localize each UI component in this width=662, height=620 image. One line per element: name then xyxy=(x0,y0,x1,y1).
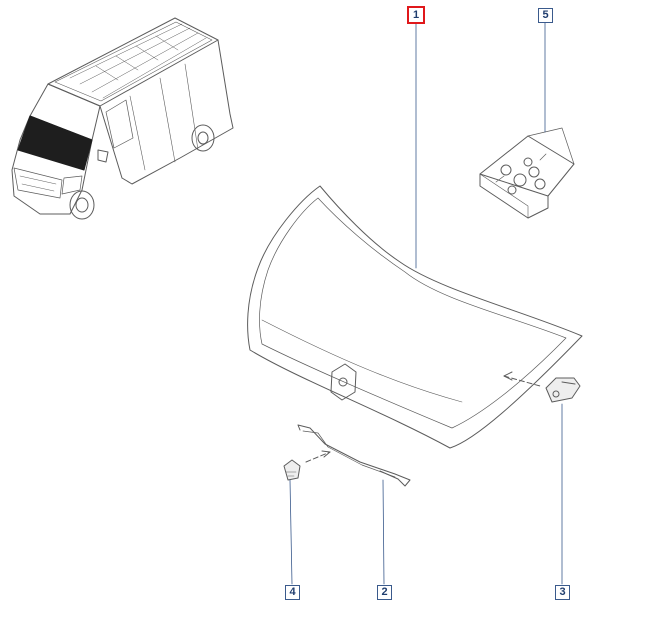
hood-panel-icon xyxy=(247,185,583,449)
callout-5[interactable]: 5 xyxy=(538,8,553,23)
callout-4[interactable]: 4 xyxy=(285,585,300,600)
callout-2[interactable]: 2 xyxy=(377,585,392,600)
callout-1[interactable]: 1 xyxy=(407,6,425,24)
van-location-icon xyxy=(11,17,234,220)
callout-3[interactable]: 3 xyxy=(555,585,570,600)
hood-prop-rod-icon xyxy=(297,424,411,487)
rod-retainer-clip-icon xyxy=(283,450,331,481)
prop-rod-clip-icon xyxy=(503,371,581,403)
fastener-kit-box-icon xyxy=(479,127,575,219)
leader-line-2 xyxy=(382,479,385,585)
leader-line-4 xyxy=(289,479,293,585)
leader-lines xyxy=(289,21,563,585)
